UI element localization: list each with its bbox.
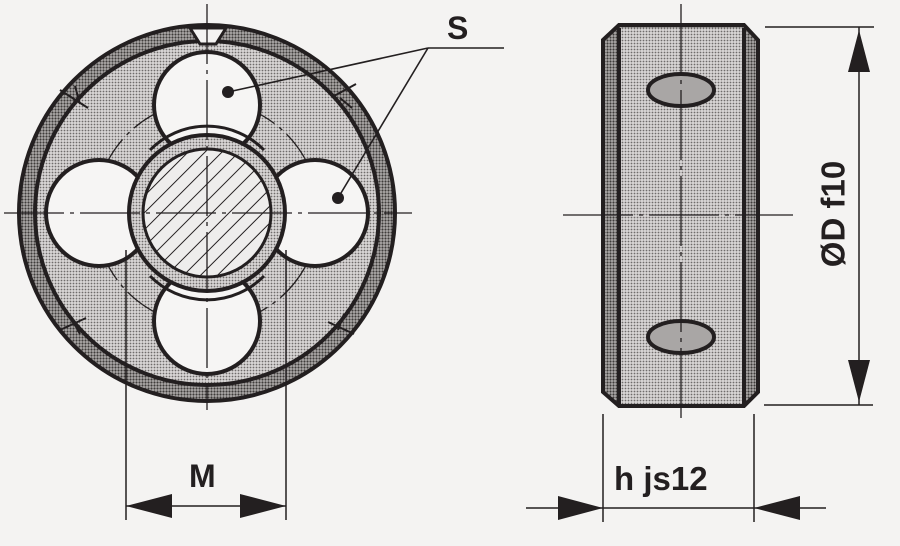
arrow-left-icon (126, 494, 172, 518)
arrow-right-icon (240, 494, 286, 518)
side-view (526, 4, 874, 522)
flute-label-s: S (447, 10, 469, 46)
arrow-down-icon (848, 360, 870, 402)
thickness-label: h js12 (614, 460, 708, 497)
arrow-up-icon (848, 30, 870, 72)
front-view (4, 4, 504, 520)
split-slot (187, 26, 229, 46)
arrow-right-icon (558, 496, 603, 520)
s-leader-lines (227, 47, 504, 199)
outer-diameter-label: ØD f10 (814, 160, 852, 268)
screw-recess-marks (59, 83, 357, 335)
side-center-lines (563, 4, 793, 418)
arrow-left-icon (754, 496, 800, 520)
center-lines (4, 4, 412, 410)
dimension-d (764, 26, 874, 406)
thread-diameter-label-m: M (189, 458, 216, 494)
